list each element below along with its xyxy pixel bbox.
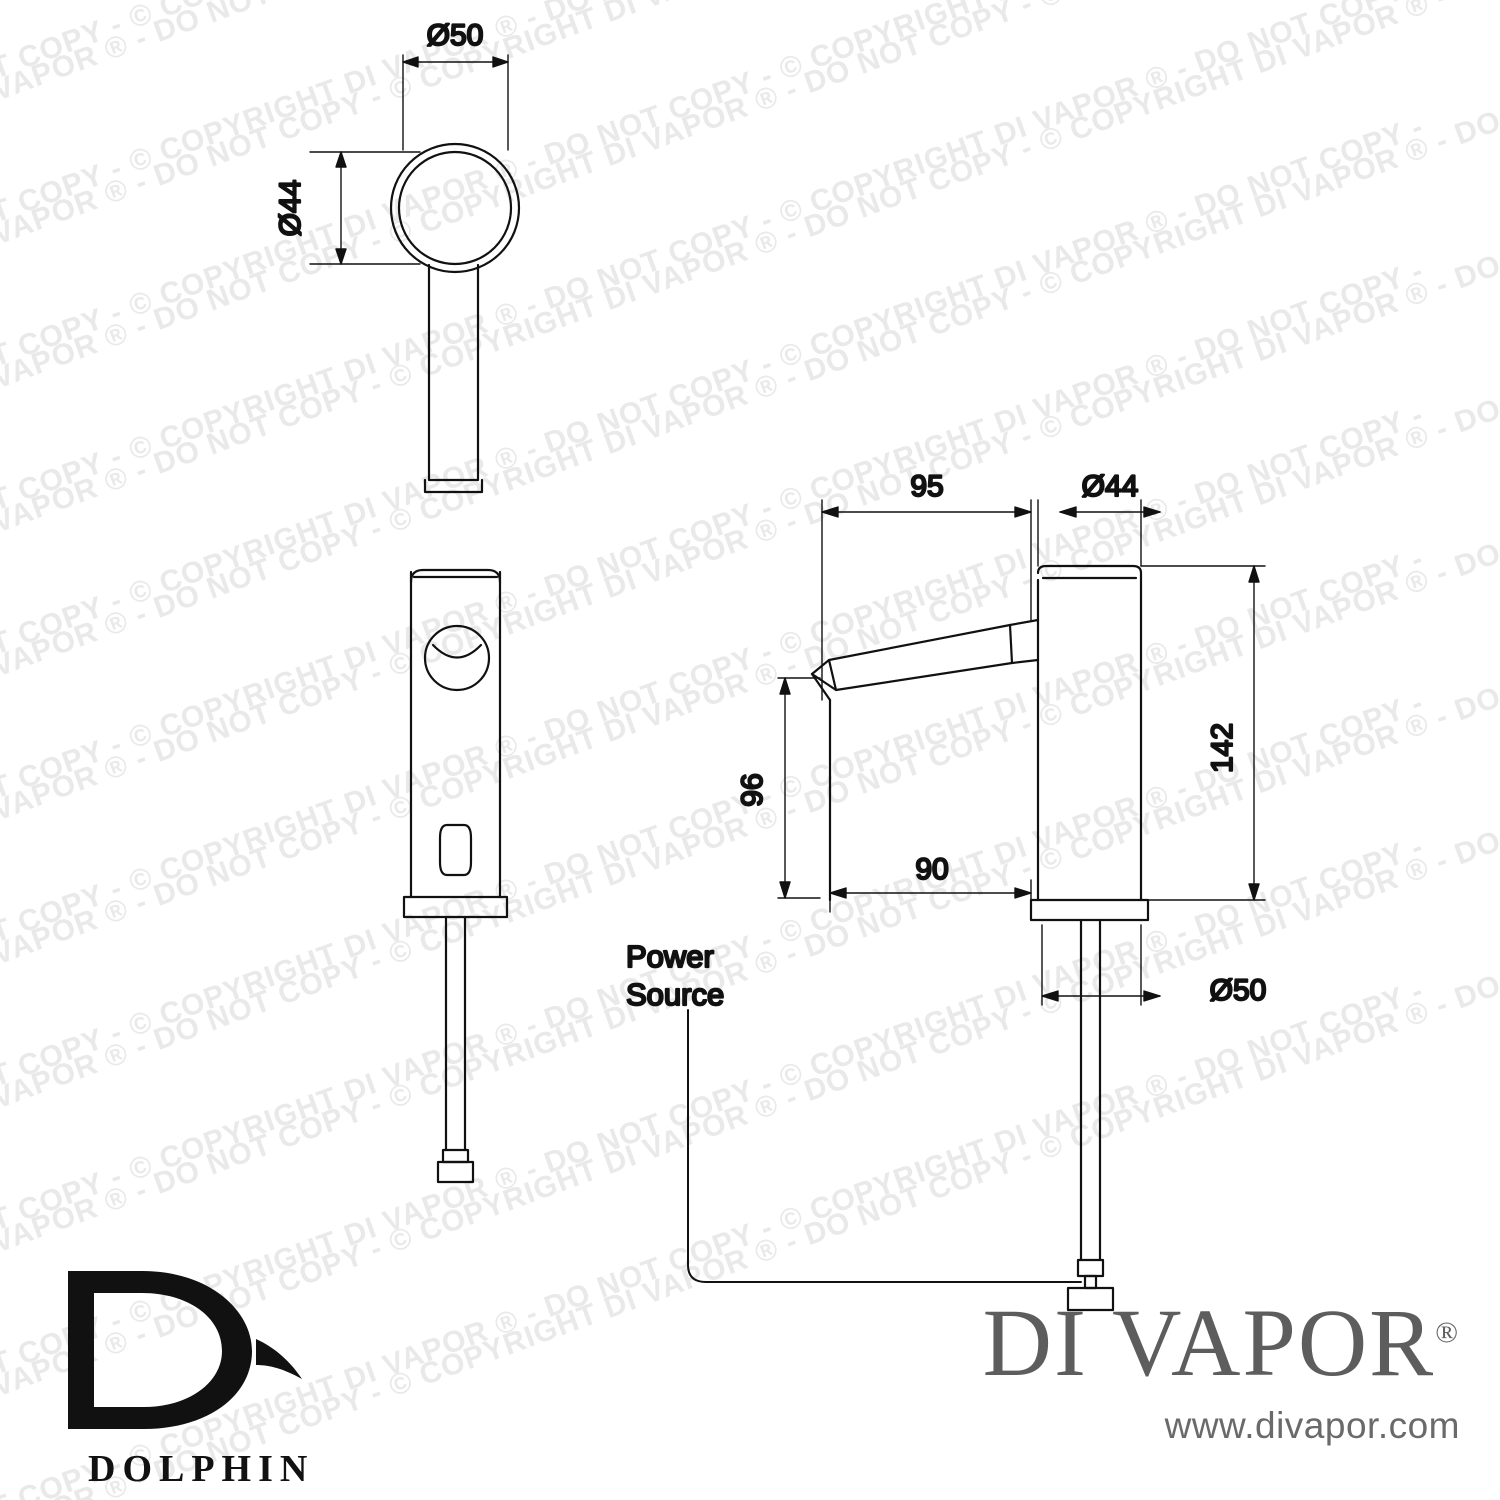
- branding-bar: DOLPHIN DI VAPOR® www.divapor.com: [0, 1255, 1500, 1500]
- top-view-dim-d50: [402, 54, 509, 151]
- side-view-dim-90: [829, 879, 1032, 913]
- registered-mark: ®: [1435, 1316, 1460, 1349]
- side-view-dim-d50: [1041, 924, 1161, 1006]
- top-view-geometry: [389, 142, 521, 494]
- divapor-name: DI VAPOR®: [983, 1295, 1460, 1391]
- top-view-dim-d44: [309, 151, 421, 265]
- side-view-dim-96-label: 96: [736, 773, 769, 806]
- dolphin-logo-mark: [68, 1271, 302, 1429]
- side-view-dim-d44: [1037, 499, 1161, 567]
- divapor-branding: DI VAPOR® www.divapor.com: [983, 1295, 1460, 1447]
- side-view-dim-d50-label: Ø50: [1210, 974, 1267, 1007]
- power-source-label-line1: Power: [626, 939, 714, 974]
- side-view-dim-142-label: 142: [1206, 723, 1239, 773]
- side-view-dim-96: [777, 677, 821, 899]
- dolphin-wordmark: DOLPHIN: [88, 1448, 315, 1490]
- side-view-dim-142: [1140, 565, 1266, 901]
- side-view-dim-d44-label: Ø44: [1082, 470, 1139, 503]
- side-view-geometry: [687, 564, 1150, 1312]
- power-source-label-line2: Source: [626, 977, 724, 1012]
- side-view-dim-95: [821, 499, 1032, 701]
- front-view-geometry: [402, 568, 509, 1184]
- side-view-dim-95-label: 95: [910, 470, 943, 503]
- top-view-dim-d50-label: Ø50: [427, 19, 484, 52]
- divapor-website: www.divapor.com: [1164, 1405, 1460, 1446]
- dolphin-logo: DOLPHIN: [60, 1265, 320, 1495]
- side-view-dim-90-label: 90: [915, 853, 948, 886]
- top-view-dim-d44-label: Ø44: [274, 180, 307, 237]
- divapor-text: DI VAPOR: [982, 1289, 1436, 1396]
